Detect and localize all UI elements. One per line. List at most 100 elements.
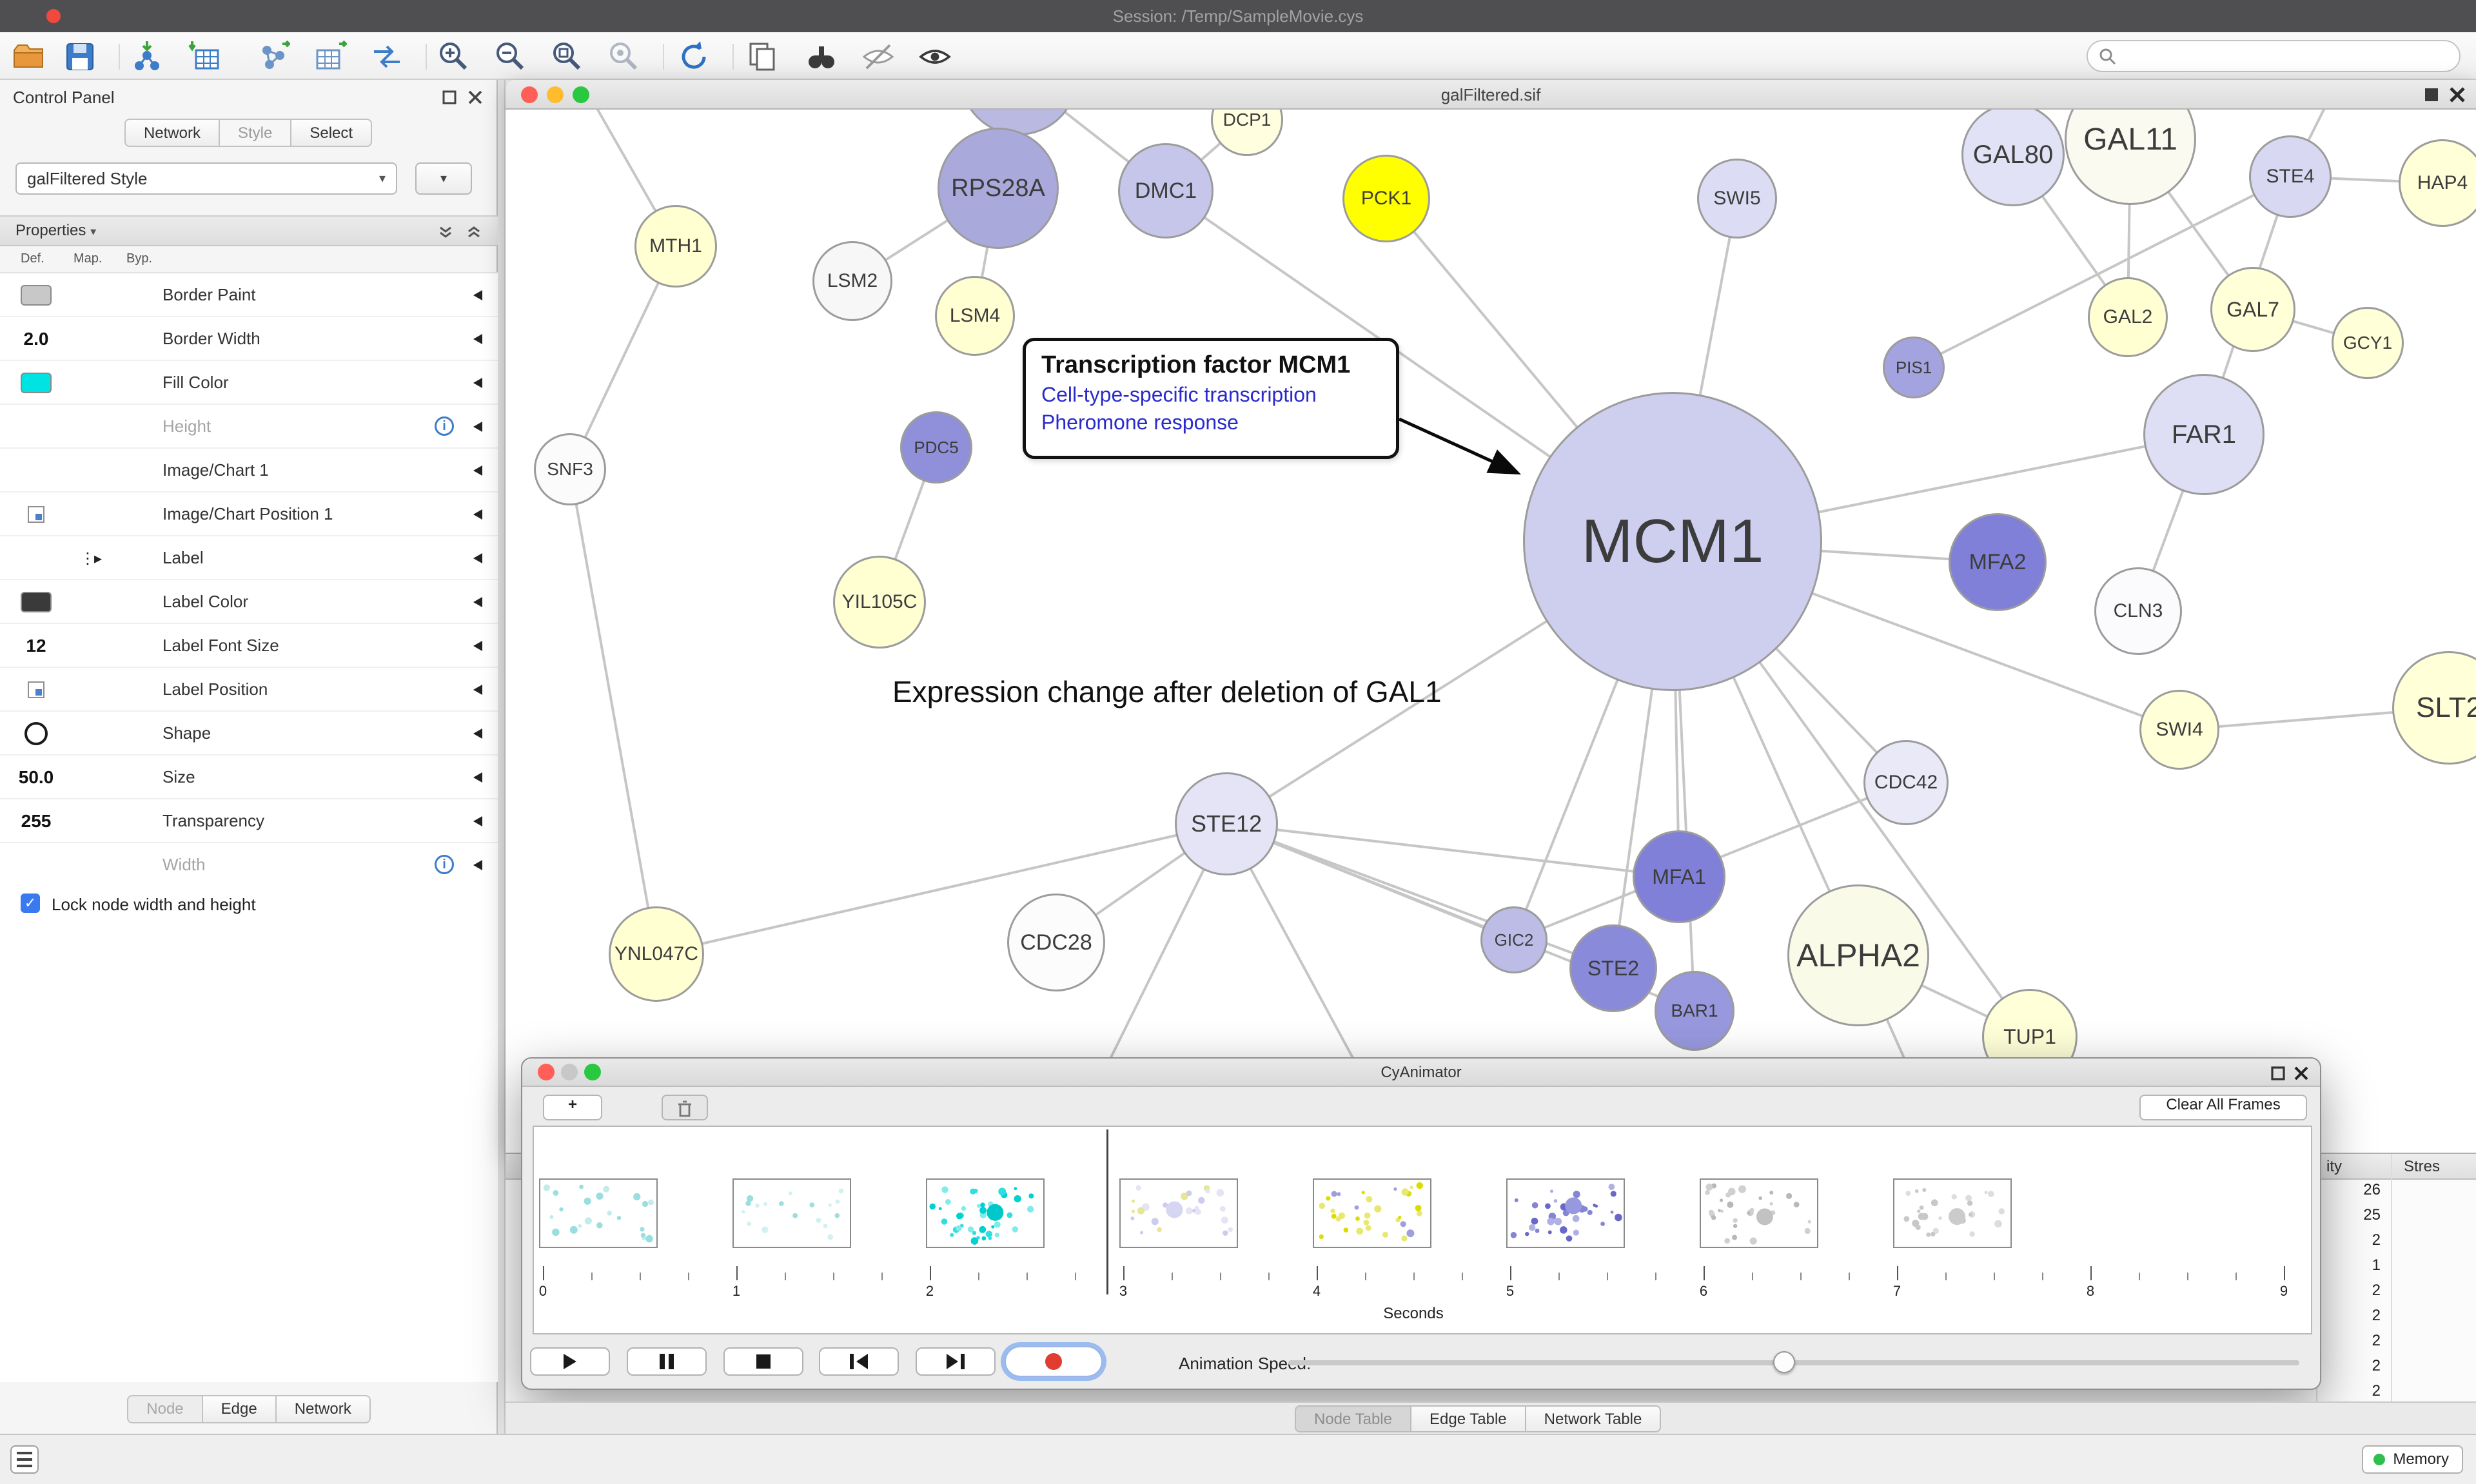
frame-thumbnail-4[interactable] — [1313, 1178, 1431, 1248]
position-widget-icon[interactable] — [28, 681, 44, 698]
network-node-gal80[interactable]: GAL80 — [1961, 110, 2065, 206]
expand-row-icon[interactable] — [473, 860, 482, 870]
annotation-link[interactable]: Cell-type-specific transcription — [1041, 383, 1317, 406]
import-table-icon[interactable] — [187, 39, 223, 75]
network-window-titlebar[interactable]: galFiltered.sif — [506, 80, 2476, 110]
network-node-ynl047c[interactable]: YNL047C — [609, 906, 704, 1002]
info-icon[interactable]: i — [435, 855, 454, 874]
panel-splitter[interactable] — [498, 80, 506, 1434]
zoom-fit-icon[interactable] — [549, 39, 585, 75]
default-value-cell[interactable]: 255 — [10, 799, 62, 843]
network-node-gic2[interactable]: GIC2 — [1480, 906, 1548, 973]
expand-row-icon[interactable] — [473, 772, 482, 783]
clone-network-icon[interactable] — [369, 39, 405, 75]
network-node-mfa1[interactable]: MFA1 — [1633, 830, 1725, 923]
playhead[interactable] — [1106, 1129, 1108, 1294]
network-node-gcy1[interactable]: GCY1 — [2332, 307, 2404, 379]
table-col-header[interactable]: ity — [2326, 1158, 2342, 1175]
frame-thumbnail-1[interactable] — [732, 1178, 851, 1248]
zoom-window-icon[interactable] — [584, 1064, 601, 1080]
network-node-pdc5[interactable]: PDC5 — [900, 411, 972, 483]
mapping-cell[interactable] — [64, 361, 116, 405]
expand-row-icon[interactable] — [473, 597, 482, 607]
property-row[interactable]: Shape — [0, 712, 498, 756]
expand-all-icon[interactable] — [466, 224, 482, 241]
network-node-swi5[interactable]: SWI5 — [1697, 159, 1777, 239]
mapping-cell[interactable] — [64, 799, 116, 843]
table-cell-value[interactable]: 2 — [2372, 1357, 2381, 1374]
network-node-lsm4[interactable]: LSM4 — [935, 276, 1015, 356]
color-swatch[interactable] — [21, 285, 52, 306]
mapping-cell[interactable] — [64, 317, 116, 361]
close-view-icon[interactable] — [2449, 86, 2466, 103]
mapping-cell[interactable] — [64, 756, 116, 799]
tab-network[interactable]: Network — [124, 119, 220, 147]
play-button[interactable] — [530, 1347, 610, 1376]
expand-row-icon[interactable] — [473, 728, 482, 739]
close-panel-icon[interactable] — [467, 89, 484, 106]
import-network-icon[interactable] — [129, 39, 165, 75]
caption-annotation[interactable]: Expression change after deletion of GAL1 — [892, 675, 1442, 708]
add-frame-button[interactable]: + — [543, 1095, 602, 1120]
color-swatch[interactable] — [21, 592, 52, 612]
style-target-tab-edge[interactable]: Edge — [202, 1395, 277, 1423]
expand-row-icon[interactable] — [473, 509, 482, 520]
frame-thumbnail-6[interactable] — [1700, 1178, 1818, 1248]
expand-row-icon[interactable] — [473, 422, 482, 432]
default-value-cell[interactable] — [10, 712, 62, 756]
property-row[interactable]: Fill Color — [0, 361, 498, 405]
default-value-cell[interactable] — [10, 668, 62, 712]
annotation-box[interactable]: Transcription factor MCM1 Cell-type-spec… — [1023, 338, 1399, 459]
default-value-cell[interactable] — [10, 405, 62, 449]
animation-speed-slider[interactable] — [1288, 1351, 2299, 1373]
minimize-window-icon[interactable] — [561, 1064, 578, 1080]
expand-row-icon[interactable] — [473, 334, 482, 344]
table-cell-value[interactable]: 2 — [2372, 1282, 2381, 1299]
task-list-icon[interactable] — [10, 1445, 39, 1474]
property-row[interactable]: Image/Chart 1 — [0, 449, 498, 493]
first-neighbors-icon[interactable] — [803, 39, 840, 75]
clear-all-frames-button[interactable]: Clear All Frames — [2139, 1095, 2307, 1120]
table-cell-value[interactable]: 1 — [2372, 1256, 2381, 1274]
snapshot-icon[interactable] — [744, 39, 780, 75]
shape-circle-icon[interactable] — [25, 722, 48, 745]
stop-button[interactable] — [723, 1347, 803, 1376]
tab-node-table[interactable]: Node Table — [1295, 1405, 1411, 1432]
mapping-cell[interactable] — [64, 624, 116, 668]
table-cell-value[interactable]: 2 — [2372, 1307, 2381, 1324]
delete-frame-button[interactable] — [662, 1095, 708, 1120]
default-value-cell[interactable] — [10, 273, 62, 317]
network-node-cln3[interactable]: CLN3 — [2094, 567, 2182, 655]
mapping-cell[interactable] — [64, 493, 116, 536]
save-session-icon[interactable] — [62, 39, 98, 75]
network-node-gal2[interactable]: GAL2 — [2088, 277, 2168, 357]
color-swatch[interactable] — [21, 373, 52, 393]
float-view-icon[interactable] — [2270, 1065, 2286, 1082]
network-node-hap[interactable]: HAP4 — [2399, 139, 2476, 227]
tab-edge-table[interactable]: Edge Table — [1411, 1405, 1526, 1432]
default-value-cell[interactable] — [10, 536, 62, 580]
network-node-dmc1[interactable]: DMC1 — [1118, 143, 1213, 239]
record-button[interactable] — [1005, 1346, 1103, 1377]
info-icon[interactable]: i — [435, 416, 454, 436]
default-value-cell[interactable]: 12 — [10, 624, 62, 668]
mapping-widget-icon[interactable]: ⋮▸ — [79, 549, 102, 567]
position-widget-icon[interactable] — [28, 506, 44, 523]
tab-style[interactable]: Style — [219, 119, 292, 147]
refresh-icon[interactable] — [676, 39, 712, 75]
default-value-cell[interactable] — [10, 449, 62, 493]
table-cell-value[interactable]: 26 — [2363, 1181, 2381, 1198]
network-node-ste12[interactable]: STE12 — [1175, 772, 1278, 875]
mapping-cell[interactable] — [64, 449, 116, 493]
network-node-ste2[interactable]: STE2 — [1569, 924, 1657, 1012]
network-node-far1[interactable]: FAR1 — [2143, 374, 2265, 495]
mapping-cell[interactable] — [64, 843, 116, 887]
table-cell-value[interactable]: 2 — [2372, 1332, 2381, 1349]
close-view-icon[interactable] — [2293, 1065, 2310, 1082]
table-cell-value[interactable]: 2 — [2372, 1231, 2381, 1249]
